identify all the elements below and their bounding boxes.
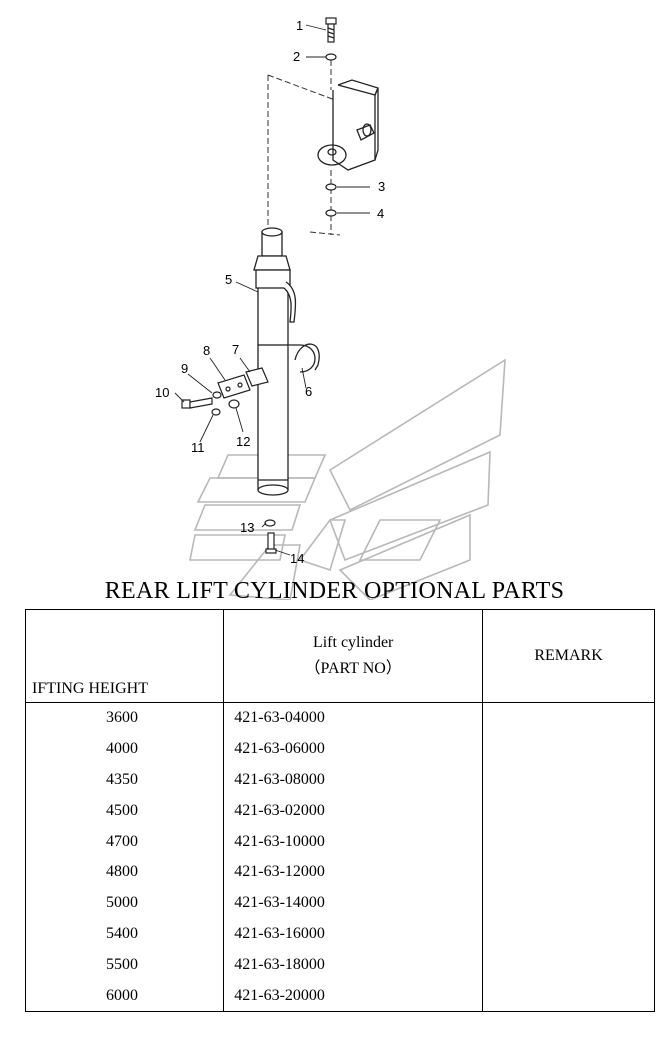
cell-part-no: 421-63-04000 xyxy=(223,701,484,734)
cell-remark xyxy=(482,949,655,981)
callout-1: 1 xyxy=(296,18,303,33)
table-row: 4500 421-63-02000 xyxy=(24,795,655,827)
cell-part-no: 421-63-10000 xyxy=(223,826,484,857)
watermark-logo xyxy=(189,358,506,600)
cell-height: 5000 xyxy=(24,887,225,919)
table-row: 6000 421-63-20000 xyxy=(24,980,655,1013)
callout-7: 7 xyxy=(232,342,239,357)
callout-10: 10 xyxy=(155,385,169,400)
lift-cylinder xyxy=(253,227,316,496)
cell-height: 4700 xyxy=(24,826,225,857)
cell-part-no: 421-63-12000 xyxy=(223,856,484,888)
cell-part-no: 421-63-16000 xyxy=(223,918,484,950)
cell-height: 5400 xyxy=(24,918,225,950)
cell-part-no: 421-63-08000 xyxy=(223,764,484,796)
callout-3: 3 xyxy=(378,179,385,194)
table-row: 3600 421-63-04000 xyxy=(24,701,655,734)
cell-remark xyxy=(482,701,655,734)
u-bolt-part xyxy=(294,343,320,371)
small-fasteners xyxy=(181,391,240,416)
callout-8: 8 xyxy=(203,343,210,358)
cell-part-no: 421-63-18000 xyxy=(223,949,484,981)
callout-6: 6 xyxy=(305,384,312,399)
header-lifting-height: IFTING HEIGHT xyxy=(24,609,225,703)
table-row: 5000 421-63-14000 xyxy=(24,887,655,919)
mounting-bracket xyxy=(317,79,379,171)
cell-height: 5500 xyxy=(24,949,225,981)
table-row: 5500 421-63-18000 xyxy=(24,949,655,981)
cell-remark xyxy=(482,733,655,765)
cell-remark xyxy=(482,764,655,796)
callout-5: 5 xyxy=(225,272,232,287)
header-remark: REMARK xyxy=(482,609,655,703)
cell-part-no: 421-63-06000 xyxy=(223,733,484,765)
washer-parts xyxy=(264,53,337,527)
bolt-part xyxy=(325,17,337,43)
bottom-pin-part xyxy=(265,532,277,554)
cell-height: 4350 xyxy=(24,764,225,796)
callout-12: 12 xyxy=(236,434,250,449)
cell-remark xyxy=(482,826,655,857)
callout-14: 14 xyxy=(290,551,304,566)
callout-2: 2 xyxy=(293,49,300,64)
table-row: 4700 421-63-10000 xyxy=(24,826,655,857)
cell-remark xyxy=(482,795,655,827)
cell-height: 6000 xyxy=(24,980,225,1013)
header-lift-cylinder: Lift cylinder （PART NO） xyxy=(223,609,484,703)
clamp-plates xyxy=(217,367,269,399)
cell-remark xyxy=(482,856,655,888)
table-row: 4800 421-63-12000 xyxy=(24,856,655,888)
cell-height: 3600 xyxy=(24,701,225,734)
cell-height: 4800 xyxy=(24,856,225,888)
callout-13: 13 xyxy=(240,520,254,535)
table-row: 4350 421-63-08000 xyxy=(24,764,655,796)
cell-height: 4500 xyxy=(24,795,225,827)
page-title: REAR LIFT CYLINDER OPTIONAL PARTS xyxy=(104,578,565,604)
callout-4: 4 xyxy=(377,206,384,221)
callout-9: 9 xyxy=(181,361,188,376)
callout-leaders xyxy=(174,24,370,556)
table-row: 4000 421-63-06000 xyxy=(24,733,655,765)
cell-height: 4000 xyxy=(24,733,225,765)
exploded-parts-diagram: 1 2 3 4 5 6 7 8 9 10 11 12 13 14 xyxy=(155,17,506,600)
cell-remark xyxy=(482,918,655,950)
assembly-guide-lines xyxy=(267,60,341,236)
cell-part-no: 421-63-14000 xyxy=(223,887,484,919)
optional-parts-table: IFTING HEIGHT Lift cylinder （PART NO） RE… xyxy=(24,609,655,1013)
cell-remark xyxy=(482,887,655,919)
callout-11: 11 xyxy=(191,440,205,455)
table-header-row: IFTING HEIGHT Lift cylinder （PART NO） RE… xyxy=(24,609,655,703)
table-row: 5400 421-63-16000 xyxy=(24,918,655,950)
cell-part-no: 421-63-20000 xyxy=(223,980,484,1013)
header-lift-cylinder-line1: Lift cylinder xyxy=(312,634,394,651)
header-lift-cylinder-line2: （PART NO） xyxy=(304,660,402,677)
cell-remark xyxy=(482,980,655,1013)
cell-part-no: 421-63-02000 xyxy=(223,795,484,827)
